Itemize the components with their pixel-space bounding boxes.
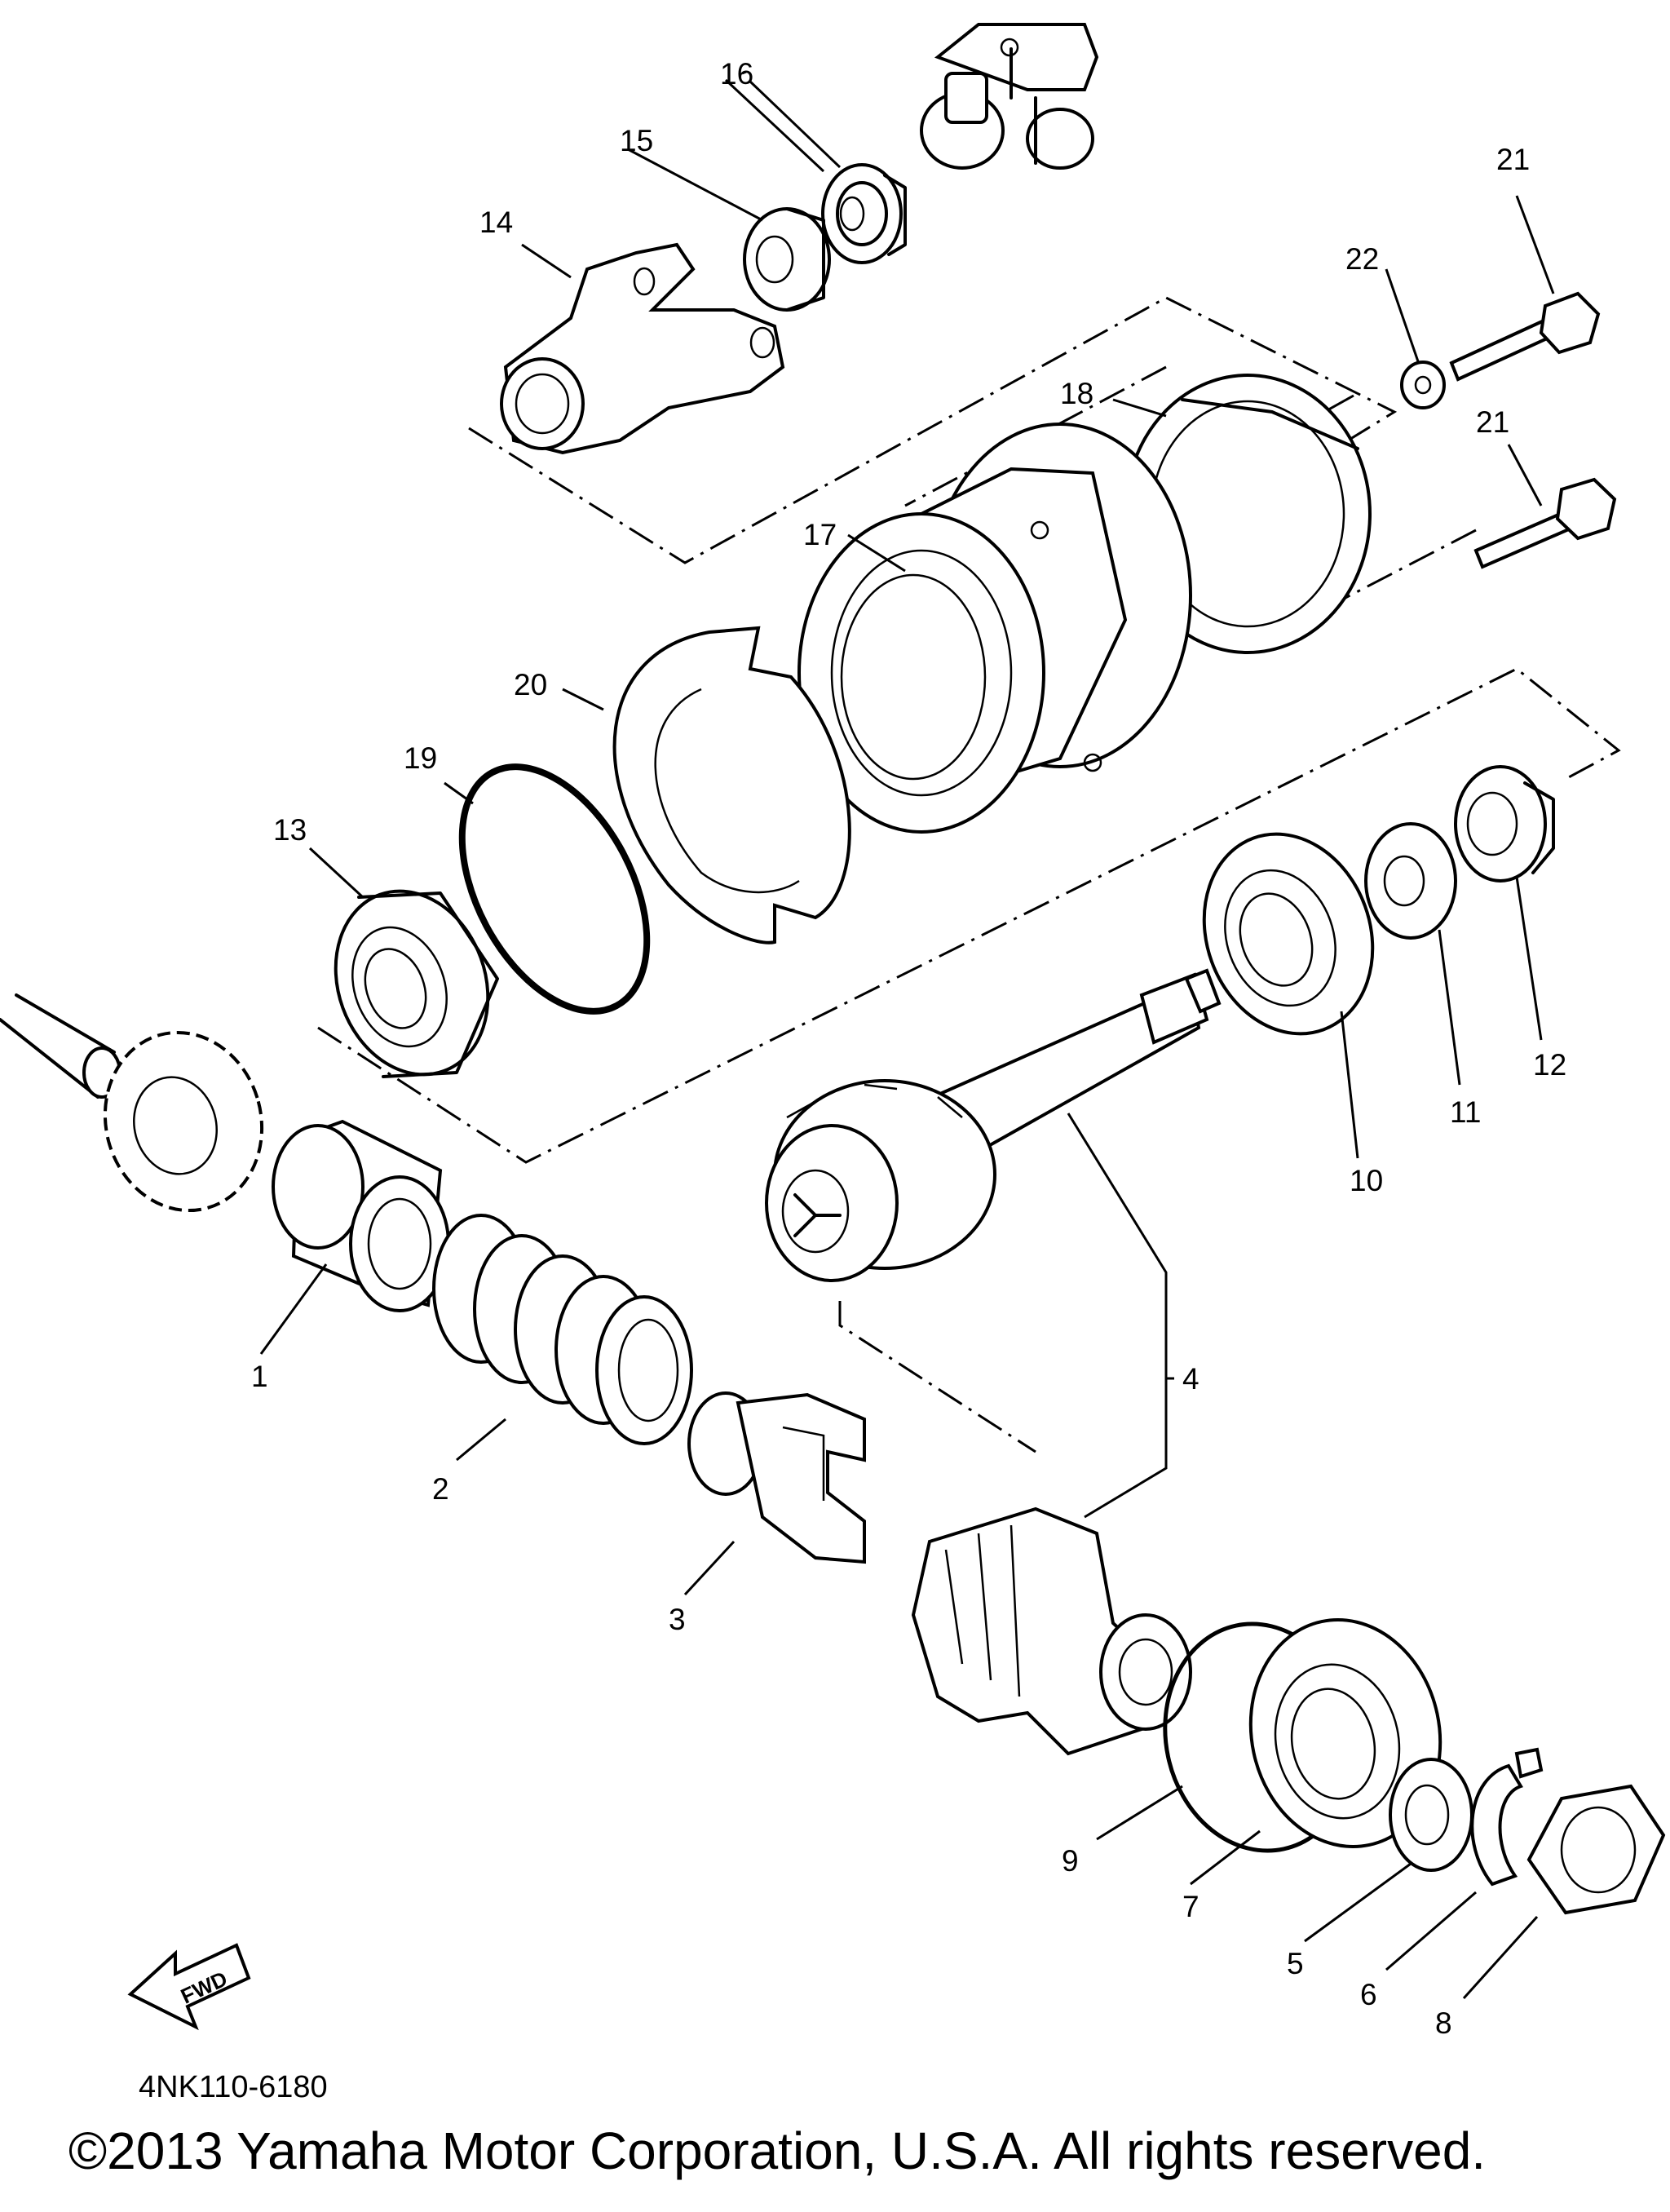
dashed-bearing: [103, 1030, 264, 1213]
part-14-yoke: [500, 242, 785, 455]
part-label-6: 6: [1360, 1978, 1377, 2011]
copyright-notice: ©2013 Yamaha Motor Corporation, U.S.A. A…: [68, 2121, 1487, 2180]
part-label-4: 4: [1182, 1362, 1199, 1396]
part-22-washer: [1400, 361, 1446, 409]
part-15-washer: [743, 207, 831, 312]
part-17-gear-case: [797, 422, 1192, 834]
part-3-cam: [687, 1391, 866, 1564]
part-6-lock-washer: [1470, 1747, 1544, 1887]
part-1-bushing: [272, 1119, 450, 1312]
part-label-9: 9: [1062, 1844, 1079, 1878]
part-label-8: 8: [1435, 2006, 1452, 2040]
part-5-washer: [1389, 1758, 1473, 1872]
callout-leaders: [259, 70, 1555, 2000]
part-label-10: 10: [1350, 1164, 1383, 1197]
part-label-19: 19: [404, 741, 437, 775]
part-label-2: 2: [432, 1472, 449, 1506]
part-11-washer: [1364, 822, 1457, 940]
catalog-code: 4NK110-6180: [139, 2070, 328, 2104]
part-label-7: 7: [1182, 1890, 1199, 1923]
universal-joint: [920, 23, 1099, 170]
part-label-16: 16: [720, 57, 753, 91]
part-10-bearing: [1202, 832, 1375, 1036]
part-2-spring: [432, 1214, 693, 1445]
part-label-18: 18: [1060, 377, 1093, 410]
part-label-17: 17: [803, 518, 837, 551]
part-label-5: 5: [1287, 1947, 1304, 1980]
part-label-15: 15: [620, 124, 653, 157]
part-20-shim-plate: [612, 626, 851, 945]
part-label-21a: 21: [1496, 143, 1530, 176]
part-13-bearing: [334, 889, 499, 1078]
part-label-12: 12: [1533, 1048, 1566, 1082]
part-label-1: 1: [251, 1360, 268, 1393]
part-label-21b: 21: [1476, 405, 1509, 439]
part-label-22: 22: [1345, 242, 1379, 276]
part-label-11: 11: [1450, 1095, 1481, 1129]
part-label-3: 3: [669, 1603, 686, 1636]
fwd-arrow: FWD: [127, 1943, 251, 2031]
part-8-nut: [1526, 1784, 1666, 1915]
shaft-stub: [0, 993, 121, 1099]
part-label-20: 20: [514, 668, 547, 701]
part-21-bolt-upper: [1449, 291, 1601, 382]
part-21-bolt-lower: [1473, 477, 1617, 569]
part-4-pinion-shaft: [765, 968, 1222, 1282]
part-12-oil-seal: [1454, 765, 1555, 883]
part-19-o-ring: [458, 763, 651, 1015]
part-label-13: 13: [273, 813, 307, 847]
part-4-ring-gear: [911, 1506, 1192, 1756]
part-label-14: 14: [479, 206, 513, 239]
callout-labels: 16 15 14 21 22 18 21 17 20 19 13 12 11 1…: [251, 57, 1566, 2040]
part-16-nut: [821, 163, 907, 264]
